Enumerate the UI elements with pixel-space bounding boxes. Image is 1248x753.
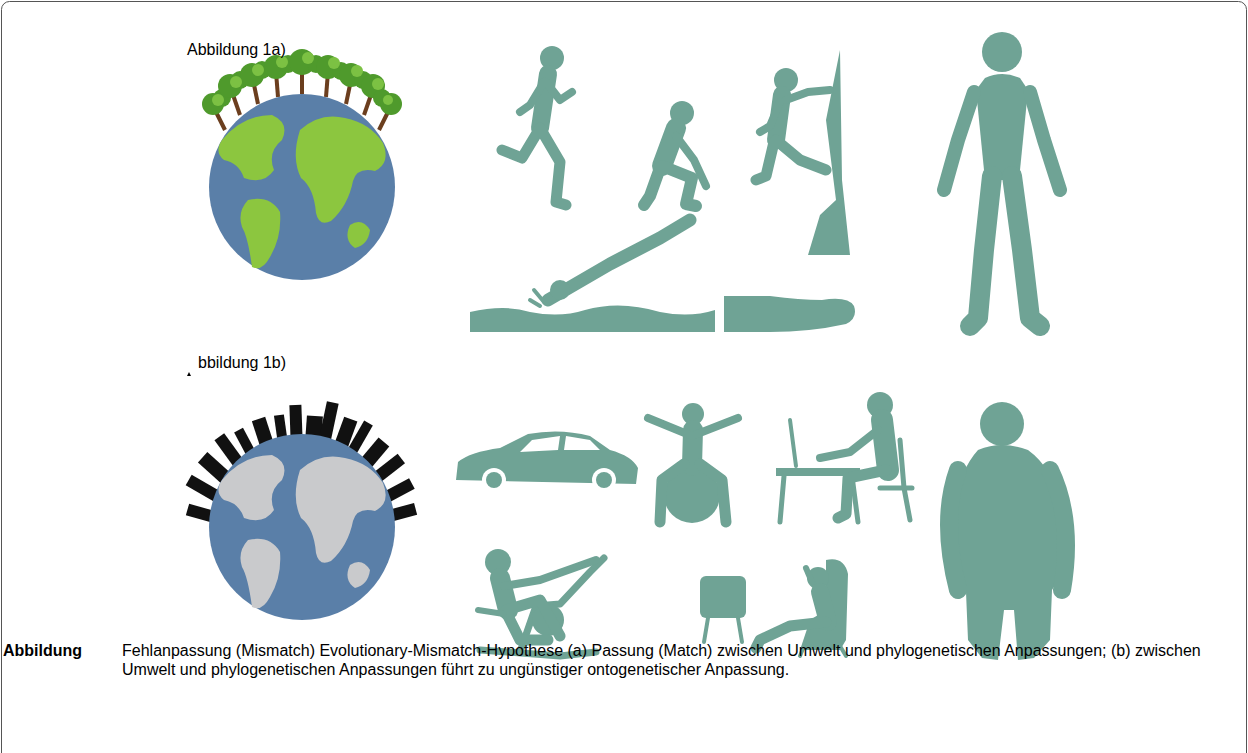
person-on-ball (648, 403, 738, 523)
figure-label: Abbildung 1a) (187, 40, 286, 59)
person-at-desk (776, 392, 912, 522)
climber (756, 50, 850, 255)
car (456, 431, 638, 492)
crouching-person (644, 101, 706, 206)
foot (724, 296, 855, 332)
earth-with-city (186, 401, 417, 620)
sedentary-silhouettes (456, 392, 1067, 660)
earth-with-trees (202, 49, 402, 280)
diver (470, 220, 715, 332)
figure-label: bbildung 1b) (198, 353, 286, 372)
caption-prefix: Abbildung (3, 641, 82, 660)
stray-mark (187, 372, 191, 376)
obese-man (949, 402, 1067, 660)
television (700, 576, 746, 642)
person-in-armchair (756, 559, 848, 656)
figure-caption: Fehlanpassung (Mismatch) Evolutionary-Mi… (122, 641, 1240, 679)
exercise-bike (478, 549, 604, 656)
active-silhouettes (470, 32, 1060, 332)
fit-man (944, 32, 1060, 326)
runner (502, 46, 572, 205)
